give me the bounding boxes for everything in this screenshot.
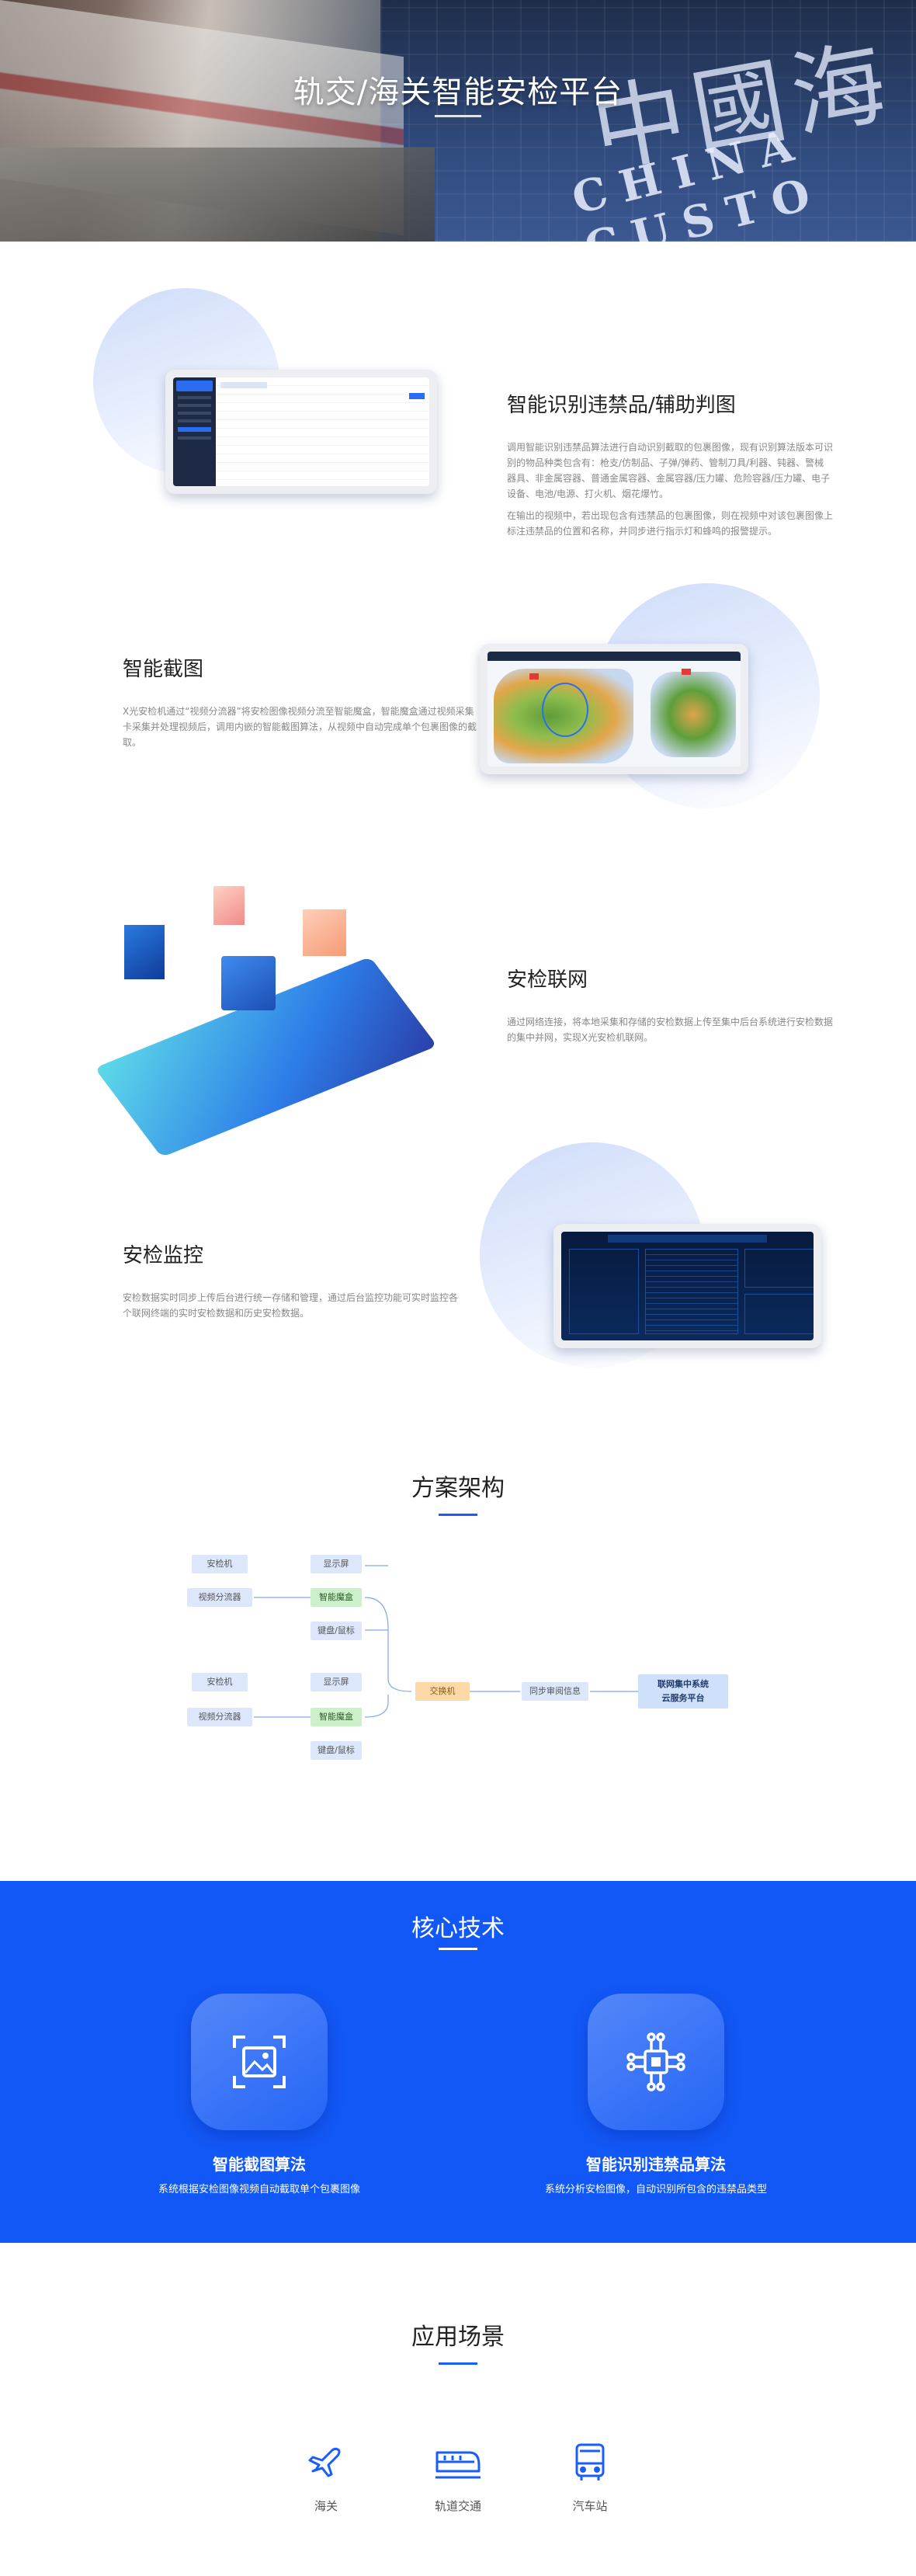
- core-item-screenshot: 智能截图算法 系统根据安检图像视频自动截取单个包裹图像: [104, 1994, 415, 2195]
- xray-screenshot: [480, 644, 748, 774]
- architecture-section: 方案架构 安检机 视频分流器 显示屏 智能魔盒 键盘/鼠标 交换机 同步审阅信息…: [0, 1469, 916, 1881]
- keyboard-mouse-2: 键盘/鼠标: [311, 1741, 362, 1760]
- feature-text: 安检监控 安检数据实时同步上传后台进行统一存储和管理，通过后台监控功能可实时监控…: [123, 1239, 464, 1321]
- feature-desc: 安检数据实时同步上传后台进行统一存储和管理，通过后台监控功能可实时监控各个联网终…: [123, 1292, 459, 1319]
- isometric-illustration: [94, 886, 438, 1158]
- scene-customs[interactable]: 海关: [279, 2442, 373, 2514]
- platform-line-2: 云服务平台: [661, 1693, 705, 1703]
- scene-label: 汽车站: [572, 2499, 608, 2513]
- connector-lines: [254, 1565, 638, 1718]
- scene-rail-transit[interactable]: 轨道交通: [411, 2442, 505, 2514]
- feature-networking: 安检联网 通过网络连接，将本地采集和存储的安检数据上传至集中后台系统进行安检数据…: [0, 847, 916, 1158]
- bus-icon: [575, 2443, 605, 2480]
- central-platform: 联网集中系统 云服务平台: [638, 1674, 728, 1709]
- feature-title: 安检监控: [123, 1244, 204, 1267]
- feature-desc: 通过网络连接，将本地采集和存储的安检数据上传至集中后台系统进行安检数据的集中并网…: [507, 1017, 834, 1043]
- core-item-title: 智能识别违禁品算法: [586, 2155, 726, 2174]
- customs-building-image: [380, 0, 916, 242]
- feature-text: 安检联网 通过网络连接，将本地采集和存储的安检数据上传至集中后台系统进行安检数据…: [507, 964, 833, 1045]
- title-underline: [439, 1514, 477, 1516]
- ship-card: [124, 925, 165, 979]
- chip-icon: [588, 1994, 724, 2130]
- hero-banner: 中國海 CHINA CUSTO 轨交/海关智能安检平台: [0, 0, 916, 242]
- feature-desc: 在输出的视频中，若出现包含有违禁品的包裹图像，则在视频中对该包裹图像上标注违禁品…: [507, 510, 834, 537]
- section-title: 应用场景: [411, 2324, 505, 2351]
- platform-line-1: 联网集中系统: [658, 1679, 709, 1689]
- image-crop-icon: [191, 1994, 328, 2130]
- app-table: [216, 377, 429, 486]
- keyboard-mouse-1: 键盘/鼠标: [311, 1622, 362, 1640]
- sync-info: 同步审阅信息: [522, 1682, 588, 1701]
- display-2: 显示屏: [311, 1673, 362, 1691]
- train-icon: [435, 2451, 481, 2479]
- title-underline: [439, 2362, 477, 2365]
- feature-desc: 调用智能识别违禁品算法进行自动识别截取的包裹图像，现有识别算法版本可识别的物品种…: [507, 442, 834, 499]
- scene-label: 海关: [314, 2499, 338, 2513]
- video-splitter-2: 视频分流器: [187, 1708, 252, 1726]
- truck-card: [303, 909, 346, 956]
- feature-title: 智能截图: [123, 658, 204, 681]
- core-item-recognition: 智能识别违禁品算法 系统分析安检图像，自动识别所包含的违禁品类型: [501, 1994, 811, 2195]
- section-title: 方案架构: [411, 1475, 505, 1502]
- core-item-desc: 系统根据安检图像视频自动截取单个包裹图像: [158, 2184, 360, 2195]
- title-underline: [439, 1948, 477, 1950]
- feature-text: 智能截图 X光安检机通过“视频分流器”将安检图像视频分流至智能魔盒，智能魔盒通过…: [123, 653, 480, 750]
- section-title: 核心技术: [411, 1915, 505, 1942]
- feature-smart-recognition: 智能识别违禁品/辅助判图 调用智能识别违禁品算法进行自动识别截取的包裹图像，现有…: [0, 288, 916, 575]
- page-title: 轨交/海关智能安检平台: [293, 75, 623, 110]
- architecture-diagram: 安检机 视频分流器 显示屏 智能魔盒 键盘/鼠标 交换机 同步审阅信息 联网集中…: [0, 1555, 916, 1881]
- monitor: [221, 956, 276, 1010]
- network-switch: 交换机: [415, 1682, 470, 1701]
- document-card: [213, 886, 245, 925]
- scene-bus-station[interactable]: 汽车站: [543, 2442, 637, 2514]
- smart-box-1: 智能魔盒: [311, 1588, 362, 1607]
- application-scenes-section: 应用场景 海关 轨道交通 汽车站: [0, 2243, 916, 2530]
- xray-machine-1: 安检机: [192, 1555, 248, 1573]
- display-1: 显示屏: [311, 1555, 362, 1573]
- feature-monitoring: 安检监控 安检数据实时同步上传后台进行统一存储和管理，通过后台监控功能可实时监控…: [0, 1142, 916, 1469]
- video-splitter-1: 视频分流器: [187, 1588, 252, 1607]
- smart-box-2: 智能魔盒: [311, 1708, 362, 1726]
- software-screenshot: [165, 370, 437, 494]
- core-item-desc: 系统分析安检图像，自动识别所包含的违禁品类型: [544, 2184, 767, 2195]
- xray-machine-2: 安检机: [192, 1673, 248, 1691]
- core-technology-section: 核心技术 智能截图算法 系统根据安检图像视频自动截取单个包裹图像 智能识别违: [0, 1881, 916, 2243]
- feature-desc: X光安检机通过“视频分流器”将安检图像视频分流至智能魔盒，智能魔盒通过视频采集卡…: [123, 706, 477, 748]
- feature-title: 安检联网: [507, 968, 588, 992]
- app-sidebar: [173, 377, 216, 486]
- dashboard-screenshot: [553, 1224, 821, 1348]
- scene-label: 轨道交通: [434, 2499, 481, 2513]
- core-item-title: 智能截图算法: [213, 2155, 306, 2174]
- airplane-icon: [308, 2447, 341, 2477]
- feature-smart-screenshot: 智能截图 X光安检机通过“视频分流器”将安检图像视频分流至智能魔盒，智能魔盒通过…: [0, 575, 916, 847]
- feature-text: 智能识别违禁品/辅助判图 调用智能识别违禁品算法进行自动识别截取的包裹图像，现有…: [507, 389, 833, 539]
- feature-title: 智能识别违禁品/辅助判图: [507, 394, 736, 417]
- rail-track-image: [0, 148, 435, 242]
- title-underline: [435, 115, 481, 117]
